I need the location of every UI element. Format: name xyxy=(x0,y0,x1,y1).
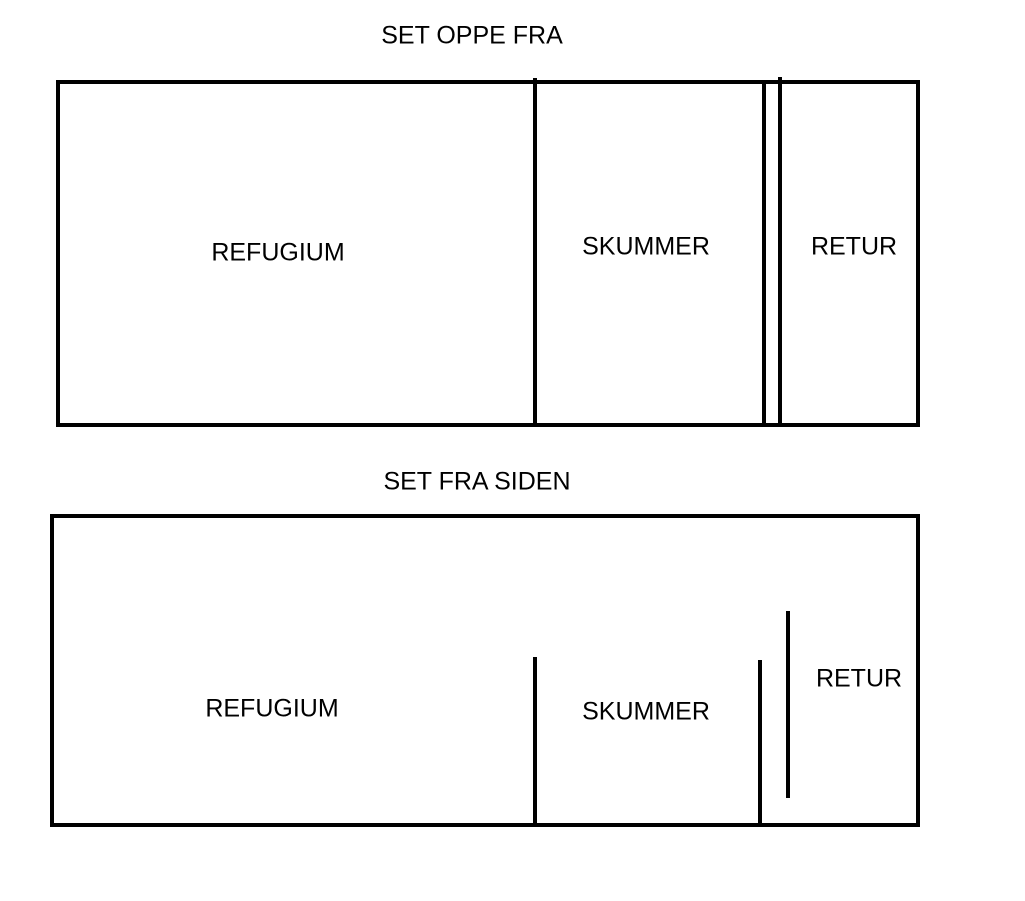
top-view-title: SET OPPE FRA xyxy=(381,22,563,50)
top-view-label-skimmer: SKUMMER xyxy=(582,233,710,261)
side-view: SET FRA SIDEN REFUGIUM SKUMMER RETUR xyxy=(50,468,920,827)
side-view-label-return: RETUR xyxy=(816,665,902,693)
top-view-label-refugium: REFUGIUM xyxy=(211,239,344,267)
side-view-label-skimmer: SKUMMER xyxy=(582,698,710,726)
side-view-title: SET FRA SIDEN xyxy=(383,468,570,496)
top-view-label-return: RETUR xyxy=(811,233,897,261)
top-view: SET OPPE FRA REFUGIUM SKUMMER RETUR xyxy=(56,22,920,427)
side-view-label-refugium: REFUGIUM xyxy=(205,695,338,723)
top-view-tank-outline xyxy=(56,80,920,427)
side-view-tank-outline xyxy=(50,514,920,827)
